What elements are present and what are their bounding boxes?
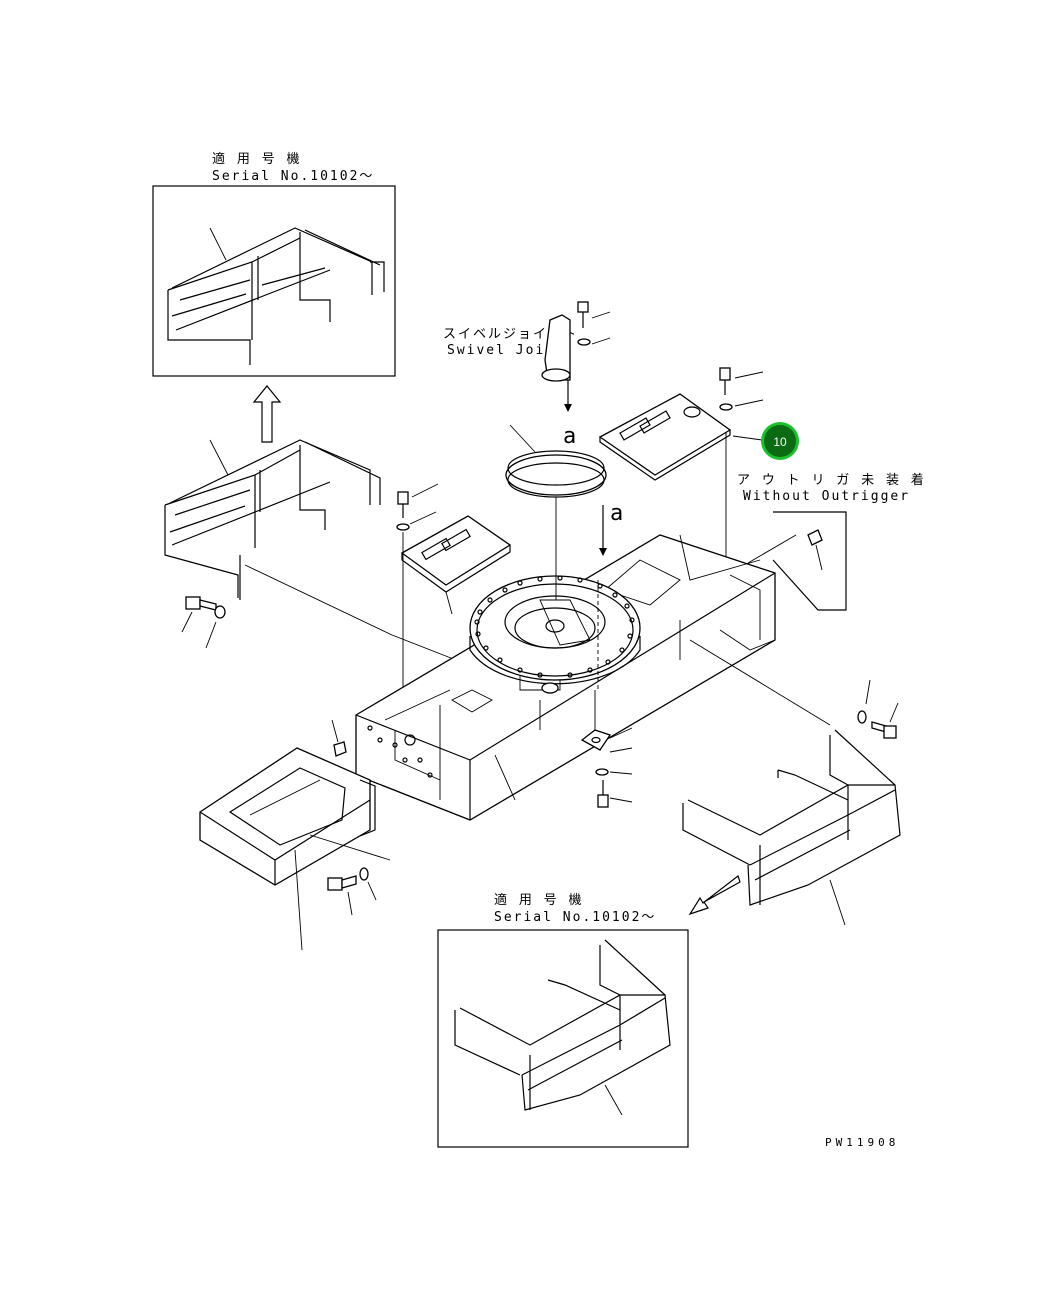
left-guard-leader <box>209 439 229 476</box>
right-guard <box>682 729 901 906</box>
cover-plate-left <box>396 483 512 690</box>
left-nut <box>331 719 347 757</box>
top-inset: 適 用 号 機 Serial No.10102～ <box>152 151 396 377</box>
bottom-inset-title-jp: 適 用 号 機 <box>494 892 583 908</box>
outrigger-note: ア ウ ト リ ガ 未 装 着 Without Outrigger <box>737 472 926 611</box>
down-left-arrow <box>688 875 741 916</box>
bottom-inset-guard <box>454 939 671 1111</box>
ref-arrow-a: a <box>599 501 623 556</box>
swivel-joint-label-en: Swivel Joint <box>447 343 565 358</box>
lower-fasteners <box>580 690 633 808</box>
up-arrow <box>252 385 282 443</box>
swivel-joint: スイベルジョイント Swivel Joint <box>443 301 611 412</box>
right-guard-leader <box>829 879 846 926</box>
guard-leader-2 <box>391 634 457 661</box>
right-bolt-set <box>857 679 899 739</box>
ref-a-upper: a <box>563 424 576 449</box>
swing-circle-holes <box>474 575 635 678</box>
top-inset-title-en: Serial No.10102～ <box>212 169 374 184</box>
seal-ring: a <box>505 424 607 560</box>
top-inset-frame <box>152 185 396 377</box>
bottom-inset-frame <box>437 929 689 1148</box>
swivel-joint-label-jp: スイベルジョイント <box>443 327 578 342</box>
callout-10-number: 10 <box>773 435 787 449</box>
left-guard <box>164 439 381 600</box>
bottom-inset-leader <box>604 1084 623 1116</box>
front-plate-bolts <box>367 725 433 778</box>
top-inset-title-jp: 適 用 号 機 <box>212 151 301 167</box>
ref-a-lower: a <box>610 501 623 526</box>
drawing-code: PW11908 <box>825 1136 899 1149</box>
bottom-inset: 適 用 号 機 Serial No.10102～ <box>437 892 689 1148</box>
callout-10[interactable]: 10 <box>732 422 799 460</box>
outrigger-label-jp: ア ウ ト リ ガ 未 装 着 <box>737 472 926 488</box>
top-inset-guard <box>167 227 385 365</box>
bottom-inset-title-en: Serial No.10102～ <box>494 910 656 925</box>
swing-circle <box>469 575 641 694</box>
callout-10-disc <box>764 425 796 457</box>
front-weight <box>199 747 391 951</box>
guard-leader-1 <box>244 564 393 636</box>
right-guard-frame-leader <box>689 639 831 726</box>
top-inset-leader <box>209 227 227 261</box>
outrigger-label-en: Without Outrigger <box>743 489 910 504</box>
left-bolt-set <box>181 596 226 649</box>
